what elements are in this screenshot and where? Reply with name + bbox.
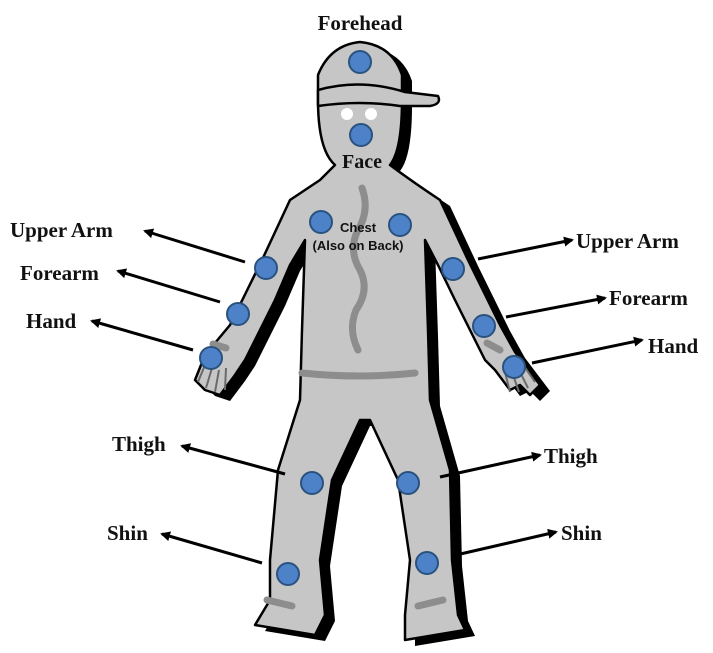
sensor-right-shin <box>416 552 438 574</box>
sensor-right-thigh <box>397 472 419 494</box>
label-right-thigh: Thigh <box>544 444 598 468</box>
sensor-chest-left <box>310 211 332 233</box>
sensor-left-forearm <box>227 303 249 325</box>
sensor-forehead <box>349 51 371 73</box>
label-chest: Chest <box>340 220 377 235</box>
arrow-right-forearm <box>506 298 605 317</box>
arrow-left-thigh <box>182 446 285 474</box>
sensor-left-thigh <box>301 472 323 494</box>
label-left-upper-arm: Upper Arm <box>10 218 113 242</box>
arrow-right-hand <box>532 340 642 363</box>
sensor-left-upper-arm <box>255 257 277 279</box>
sensor-right-hand <box>503 356 525 378</box>
sensor-right-forearm <box>473 315 495 337</box>
sensor-left-hand <box>200 347 222 369</box>
label-left-thigh: Thigh <box>112 432 166 456</box>
arrow-left-hand <box>92 321 193 350</box>
label-right-hand: Hand <box>648 334 699 358</box>
label-left-forearm: Forearm <box>20 261 99 285</box>
label-right-shin: Shin <box>561 521 602 545</box>
left-eye <box>341 108 353 120</box>
sensor-face <box>350 124 372 146</box>
label-forehead: Forehead <box>318 11 403 35</box>
belt <box>302 373 415 376</box>
right-eye <box>365 108 377 120</box>
label-face: Face <box>342 151 382 173</box>
arrow-right-shin <box>456 532 556 555</box>
label-right-forearm: Forearm <box>609 286 688 310</box>
label-chest-back: (Also on Back) <box>312 238 403 253</box>
arrow-left-upper-arm <box>145 231 245 262</box>
sensor-chest-right <box>389 214 411 236</box>
label-left-hand: Hand <box>26 309 77 333</box>
arrow-left-forearm <box>118 271 220 302</box>
label-left-shin: Shin <box>107 521 148 545</box>
arrow-left-shin <box>162 534 262 563</box>
sensor-right-upper-arm <box>442 258 464 280</box>
sensor-left-shin <box>277 563 299 585</box>
cap-brim <box>318 84 439 106</box>
label-right-upper-arm: Upper Arm <box>576 229 679 253</box>
arrow-right-upper-arm <box>478 240 572 259</box>
